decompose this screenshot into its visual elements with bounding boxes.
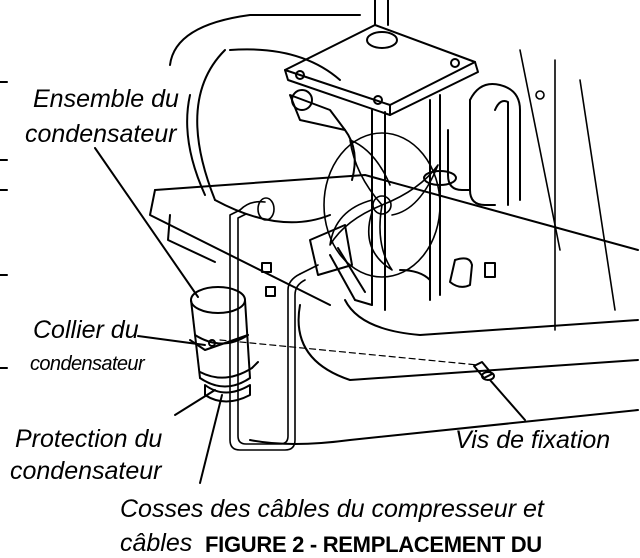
label-ensemble-line1: Ensemble du: [33, 85, 179, 113]
condenser: [189, 286, 259, 403]
side-wall: [519, 49, 616, 331]
motor-bracket: [289, 89, 373, 306]
callout-leaders: [94, 147, 526, 484]
alignment-dashline: [219, 339, 479, 366]
refrigerant-tubes: [399, 83, 521, 288]
support-posts: [371, 94, 441, 311]
fixing-screw: [473, 361, 495, 381]
label-collier-line1: Collier du: [33, 316, 139, 344]
label-protection-line2: condensateur: [10, 457, 162, 485]
label-cosses-line2: câbles: [120, 529, 193, 557]
base-plate: [149, 174, 639, 445]
label-cosses-line1: Cosses des câbles du compresseur et: [120, 495, 544, 523]
label-ensemble-line2: condensateur: [25, 120, 177, 148]
label-vis-fixation: Vis de fixation: [455, 426, 611, 454]
figure-caption: FIGURE 2 - REMPLACEMENT DU: [205, 532, 542, 557]
label-collier-line2: condensateur: [30, 353, 145, 375]
margin-marks: [0, 81, 8, 369]
top-cover: [284, 0, 479, 116]
compressor-wires: [229, 197, 319, 451]
fan-shroud: [169, 14, 361, 224]
label-protection-line1: Protection du: [15, 425, 163, 453]
